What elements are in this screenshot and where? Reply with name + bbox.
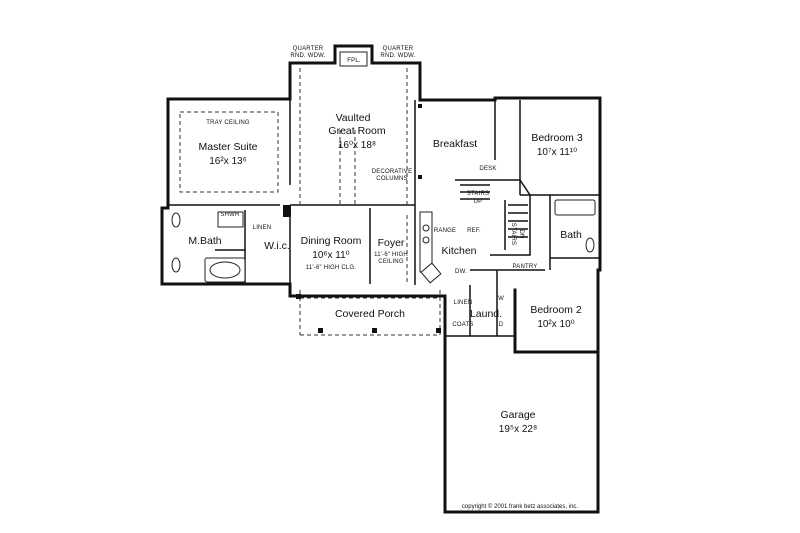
- dashed-guides: [179, 68, 441, 336]
- columns: [283, 104, 441, 333]
- great-room-label-2: Great Room: [328, 125, 385, 137]
- dining-room-dim: 10⁶x 11⁰: [312, 250, 349, 261]
- linen-top-note: LINEN: [253, 225, 272, 231]
- foyer-label: Foyer: [378, 237, 405, 249]
- wic-label: W.i.c.: [264, 240, 290, 252]
- kitchen-label: Kitchen: [441, 245, 476, 257]
- tray-ceiling-note: TRAY CEILING: [206, 120, 250, 126]
- washer-note: W: [498, 296, 504, 302]
- mbath-label: M.Bath: [188, 235, 221, 247]
- dining-room-label: Dining Room: [301, 235, 362, 247]
- quarter-window-left-2: RND. WDW.: [290, 53, 325, 59]
- exterior-walls: [160, 44, 602, 514]
- bedroom3-label: Bedroom 3: [531, 132, 583, 144]
- dn-note: DN: [518, 229, 524, 238]
- great-room-label-1: Vaulted: [336, 112, 371, 124]
- quarter-window-right-1: QUARTER: [383, 46, 414, 52]
- breakfast-label: Breakfast: [433, 138, 477, 150]
- stairs-dn-note: STAIRS: [510, 223, 516, 245]
- fixtures: [171, 51, 596, 284]
- pantry-note: PANTRY: [513, 264, 538, 270]
- dryer-note: D: [499, 322, 504, 328]
- fireplace-note: FPL.: [347, 58, 361, 64]
- ref-note: REF.: [467, 228, 481, 234]
- dining-room-note: 11'-6" HIGH CLG.: [306, 265, 357, 271]
- interior-walls: [168, 99, 600, 337]
- quarter-window-left-1: QUARTER: [293, 46, 324, 52]
- decorative-columns-2: COLUMNS: [376, 176, 407, 182]
- bedroom2-dim: 10²x 10⁰: [537, 319, 574, 330]
- up-note: UP: [474, 199, 483, 205]
- stairs-up-note: STAIRS: [467, 191, 489, 197]
- laundry-label: Laund.: [470, 308, 502, 320]
- room-labels: Vaulted Great Room 16⁰x 18⁸ TRAY CEILING…: [188, 112, 582, 435]
- master-suite-dim: 16²x 13⁶: [209, 156, 246, 167]
- garage-dim: 19⁵x 22⁸: [499, 424, 537, 435]
- range-note: RANGE: [434, 228, 456, 234]
- covered-porch-label: Covered Porch: [335, 308, 405, 320]
- dishwasher-note: DW.: [455, 269, 467, 275]
- foyer-note-1: 11'-6" HIGH: [374, 252, 408, 258]
- quarter-window-right-2: RND. WDW.: [380, 53, 415, 59]
- bedroom2-label: Bedroom 2: [530, 304, 582, 316]
- annotations: QUARTER RND. WDW. QUARTER RND. WDW. FPL.…: [220, 46, 537, 328]
- copyright-text: copyright © 2001 frank betz associates, …: [462, 503, 578, 510]
- desk-note: DESK: [479, 166, 496, 172]
- linen-lower-note: LINEN: [454, 300, 473, 306]
- master-suite-label: Master Suite: [199, 141, 258, 153]
- garage-label: Garage: [500, 409, 535, 421]
- foyer-note-2: CEILING: [378, 259, 404, 265]
- shower-note: SHWR: [220, 212, 240, 218]
- bedroom3-dim: 10⁷x 11¹⁰: [537, 147, 577, 158]
- bath-label: Bath: [560, 229, 582, 241]
- coats-note: COATS: [452, 322, 473, 328]
- decorative-columns-1: DECORATIVE: [372, 169, 413, 175]
- great-room-dim: 16⁰x 18⁸: [338, 140, 376, 151]
